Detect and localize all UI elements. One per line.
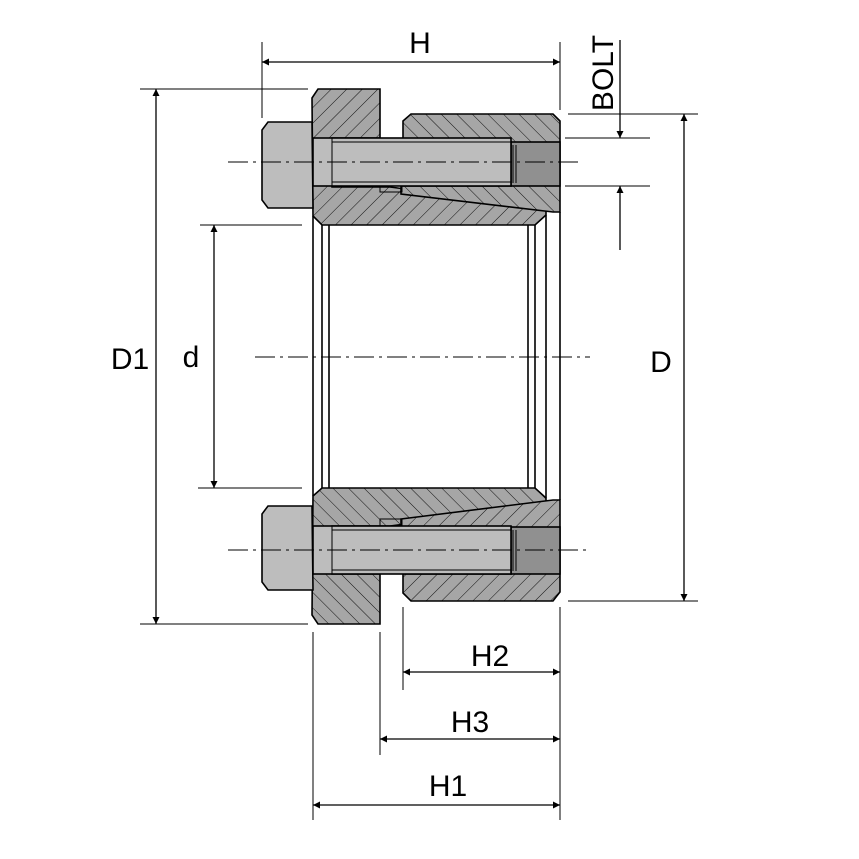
upper-bolt-head [261,121,314,209]
upper-section [261,88,561,226]
dimension-lines [152,40,688,809]
label-H3: H3 [451,706,489,739]
label-D: D [650,346,672,379]
label-bolt: BOLT [587,35,620,111]
center-lines [228,161,590,551]
label-H2: H2 [471,640,509,673]
dimension-labels: H BOLT D1 d D H2 H3 H1 [111,27,672,803]
label-H: H [409,27,431,60]
lower-bolt-head [261,505,314,591]
extension-lines [140,42,698,820]
bore-edges [312,212,561,500]
label-D1: D1 [111,343,149,376]
label-H1: H1 [429,770,467,803]
upper-thread-end [510,141,561,187]
label-d: d [183,341,200,374]
lower-section [261,487,561,625]
